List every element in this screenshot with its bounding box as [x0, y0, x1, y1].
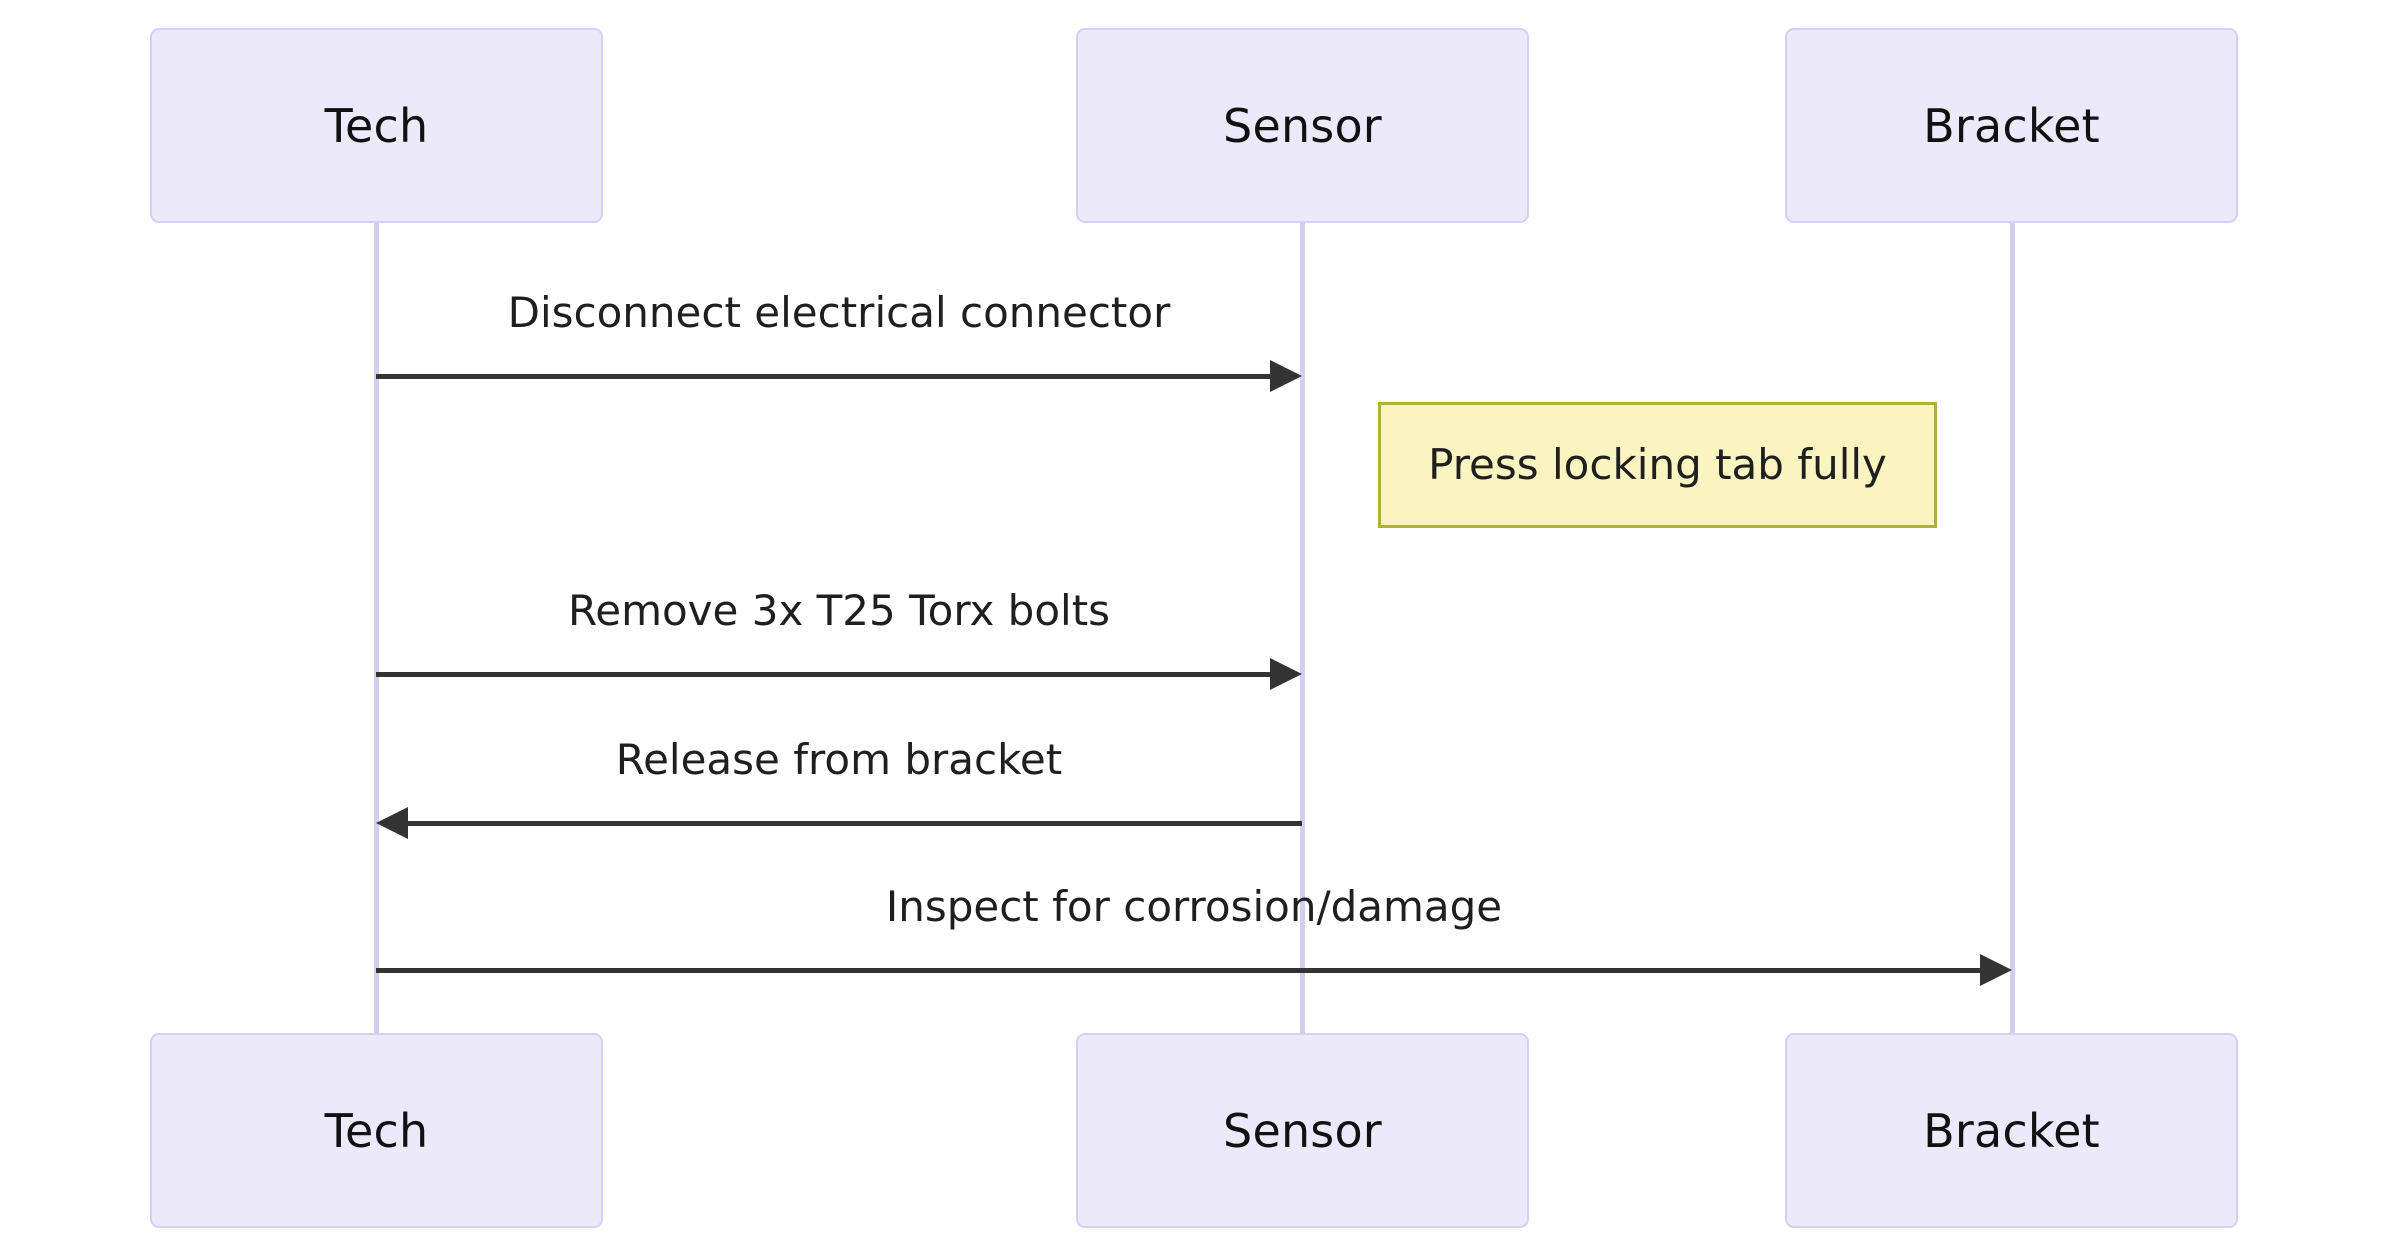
participant-label-bracket-bottom: Bracket: [1923, 1103, 2100, 1158]
message-arrowhead-2: [1270, 658, 1302, 690]
message-label-4: Inspect for corrosion/damage: [885, 882, 1503, 931]
message-label-1: Disconnect electrical connector: [507, 288, 1171, 337]
participant-label-bracket-top: Bracket: [1923, 98, 2100, 153]
message-arrowhead-1: [1270, 360, 1302, 392]
message-arrowhead-4: [1980, 954, 2012, 986]
participant-box-bracket-top[interactable]: Bracket: [1785, 28, 2238, 223]
participant-box-bracket-bottom[interactable]: Bracket: [1785, 1033, 2238, 1228]
participant-label-tech-top: Tech: [324, 98, 429, 153]
participant-box-tech-top[interactable]: Tech: [150, 28, 603, 223]
message-line-3: [408, 821, 1302, 826]
message-line-4: [376, 968, 1980, 973]
participant-box-tech-bottom[interactable]: Tech: [150, 1033, 603, 1228]
lifeline-sensor: [1300, 223, 1305, 1033]
note-press-locking-tab[interactable]: Press locking tab fully: [1378, 402, 1937, 528]
message-arrowhead-3: [376, 807, 408, 839]
message-line-1: [376, 374, 1270, 379]
participant-box-sensor-top[interactable]: Sensor: [1076, 28, 1529, 223]
participant-box-sensor-bottom[interactable]: Sensor: [1076, 1033, 1529, 1228]
participant-label-sensor-top: Sensor: [1223, 98, 1382, 153]
participant-label-sensor-bottom: Sensor: [1223, 1103, 1382, 1158]
message-label-3: Release from bracket: [615, 735, 1063, 784]
participant-label-tech-bottom: Tech: [324, 1103, 429, 1158]
lifeline-bracket: [2010, 223, 2015, 1033]
lifeline-tech: [374, 223, 379, 1033]
message-label-2: Remove 3x T25 Torx bolts: [567, 586, 1111, 635]
note-label: Press locking tab fully: [1428, 440, 1887, 489]
message-line-2: [376, 672, 1270, 677]
